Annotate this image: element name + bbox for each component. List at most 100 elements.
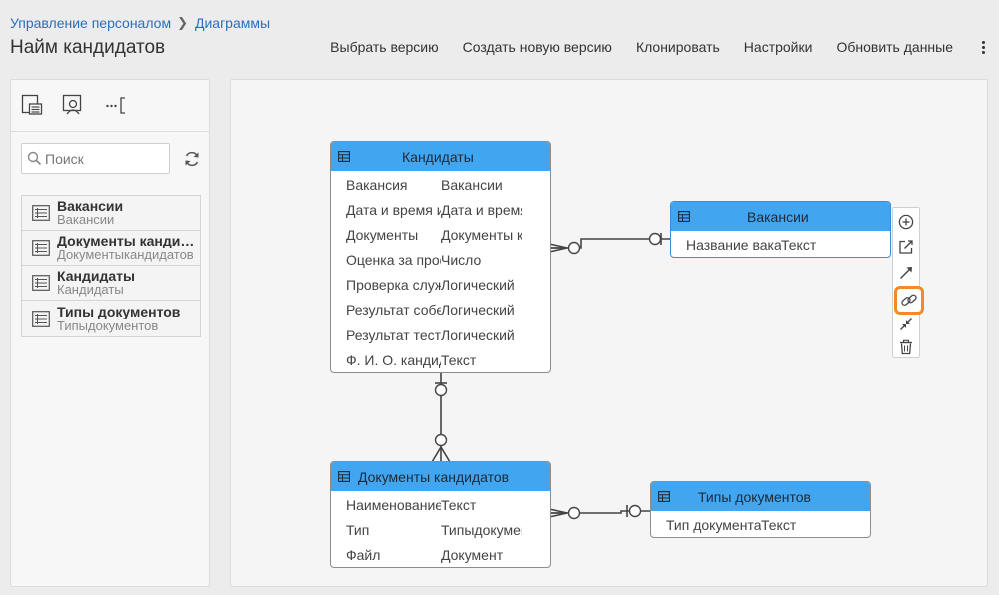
field-type: Дата и время <box>441 201 522 218</box>
field-name: Вакансия <box>346 176 408 193</box>
entity-header: Вакансии <box>671 202 890 231</box>
list-table-icon <box>32 310 50 327</box>
arrow-link-icon[interactable] <box>898 265 914 281</box>
select-version-button[interactable]: Выбрать версию <box>330 39 439 55</box>
field-type: Текст <box>781 236 817 253</box>
list-item-title: Документы кандидатов <box>57 234 200 248</box>
breadcrumb-root-link[interactable]: Управление персоналом <box>10 15 172 31</box>
list-table-icon <box>32 275 50 291</box>
relationship-lines <box>431 232 671 521</box>
table-icon <box>338 151 350 162</box>
field-name: Тип <box>346 521 370 538</box>
user-card-icon[interactable] <box>62 94 84 116</box>
entity-field-row[interactable]: Вакансия Вакансии <box>331 172 550 197</box>
field-type: Логический <box>441 276 515 293</box>
field-type: Текст <box>441 351 477 368</box>
breadcrumb-current-link[interactable]: Диаграммы <box>194 15 271 31</box>
entity-title: Вакансии <box>747 208 809 225</box>
table-icon <box>338 471 350 482</box>
entity-header: Документы кандидатов <box>331 462 550 491</box>
entity-field-row[interactable]: Оценка за профильЧисло <box>331 247 550 272</box>
entity-field-row[interactable]: Дата и время интервьюДата и время <box>331 197 550 222</box>
refresh-icon[interactable] <box>183 150 201 168</box>
field-type: Число <box>441 251 482 268</box>
add-circle-icon[interactable] <box>898 214 914 230</box>
entity-header: Типы документов <box>651 482 870 511</box>
toolbar: Выбрать версию Создать новую версию Клон… <box>306 39 985 55</box>
link-relation-button[interactable] <box>894 286 924 315</box>
table-view-icon[interactable] <box>21 94 43 116</box>
field-type: Документы кандидатов <box>441 226 522 243</box>
field-name: Наименование <box>346 496 441 513</box>
new-version-button[interactable]: Создать новую версию <box>462 39 612 55</box>
list-item-title: Типы документов <box>57 304 181 319</box>
entity-field-row[interactable]: Ф. И. О. кандидатаТекст <box>331 347 550 372</box>
breadcrumb: Управление персоналом ❯ Диаграммы <box>10 15 270 31</box>
entity-title: Кандидаты <box>402 148 474 165</box>
entity-header: Кандидаты <box>331 142 550 171</box>
field-type: Вакансии <box>441 176 503 193</box>
field-type: Логический <box>441 301 515 318</box>
field-type: Текст <box>441 496 477 513</box>
search-input[interactable] <box>45 150 163 167</box>
list-item-title: Вакансии <box>57 199 124 213</box>
entity-field-row[interactable]: Проверка службой безопасностиЛогический <box>331 272 550 297</box>
entity-candidates[interactable]: Кандидаты Вакансия Вакансии Дата и время … <box>330 141 551 373</box>
refresh-data-button[interactable]: Обновить данные <box>836 39 953 55</box>
clone-button[interactable]: Клонировать <box>635 39 720 55</box>
edit-external-icon[interactable] <box>898 239 914 255</box>
field-name: Название вакансии <box>686 236 781 253</box>
more-menu-icon[interactable] <box>981 40 985 54</box>
list-table-icon <box>32 240 50 256</box>
field-name: Результат собеседования <box>346 301 441 318</box>
collapse-panel-icon[interactable] <box>105 94 129 116</box>
field-type: Текст <box>761 516 797 533</box>
list-item-subtitle: Типыдокументов <box>57 318 159 333</box>
search-icon <box>27 151 42 166</box>
list-item-title: Кандидаты <box>57 269 135 283</box>
sidebar-toolbar <box>11 80 209 132</box>
entity-field-row[interactable]: Документы Документы кандидатов <box>331 222 550 247</box>
list-item-candidate-docs[interactable]: Документы кандидатовДокументыкандидатов <box>22 231 200 266</box>
entity-title: Типы документов <box>698 488 811 505</box>
table-icon <box>678 211 690 222</box>
breadcrumb-separator-icon: ❯ <box>177 15 188 30</box>
settings-button[interactable]: Настройки <box>743 39 813 55</box>
entity-field-row[interactable]: ТипТипыдокументов <box>331 517 550 542</box>
collapse-arrows-icon[interactable] <box>898 316 914 332</box>
list-item-subtitle: Кандидаты <box>57 283 124 297</box>
list-item-subtitle: Документыкандидатов <box>57 248 194 262</box>
field-name: Оценка за профиль <box>346 251 441 268</box>
chain-link-icon <box>901 294 917 306</box>
field-name: Файл <box>346 546 381 563</box>
field-type: Логический <box>441 326 515 343</box>
trash-icon[interactable] <box>898 339 914 355</box>
entity-title: Документы кандидатов <box>358 468 510 485</box>
page-title: Найм кандидатов <box>10 37 166 58</box>
field-name: Проверка службой безопасности <box>346 276 441 293</box>
table-icon <box>658 491 670 502</box>
search-box <box>21 143 170 174</box>
entity-vacancies[interactable]: Вакансии Название вакансииТекст <box>670 201 891 258</box>
field-name: Дата и время интервью <box>346 201 441 218</box>
field-name: Ф. И. О. кандидата <box>346 351 441 368</box>
field-type: Документ <box>441 546 504 563</box>
entity-field-row[interactable]: Название вакансииТекст <box>671 232 890 257</box>
field-name: Тип документа <box>666 516 761 533</box>
entity-field-row[interactable]: Результат собеседованияЛогический <box>331 297 550 322</box>
list-item-subtitle: Вакансии <box>57 213 115 227</box>
entity-field-row[interactable]: Файл Документ <box>331 542 550 567</box>
entity-action-toolbar <box>892 207 924 358</box>
field-name: Документы <box>346 226 419 243</box>
field-name: Результат тестирования <box>346 326 441 343</box>
entity-field-row[interactable]: Результат тестированияЛогический <box>331 322 550 347</box>
